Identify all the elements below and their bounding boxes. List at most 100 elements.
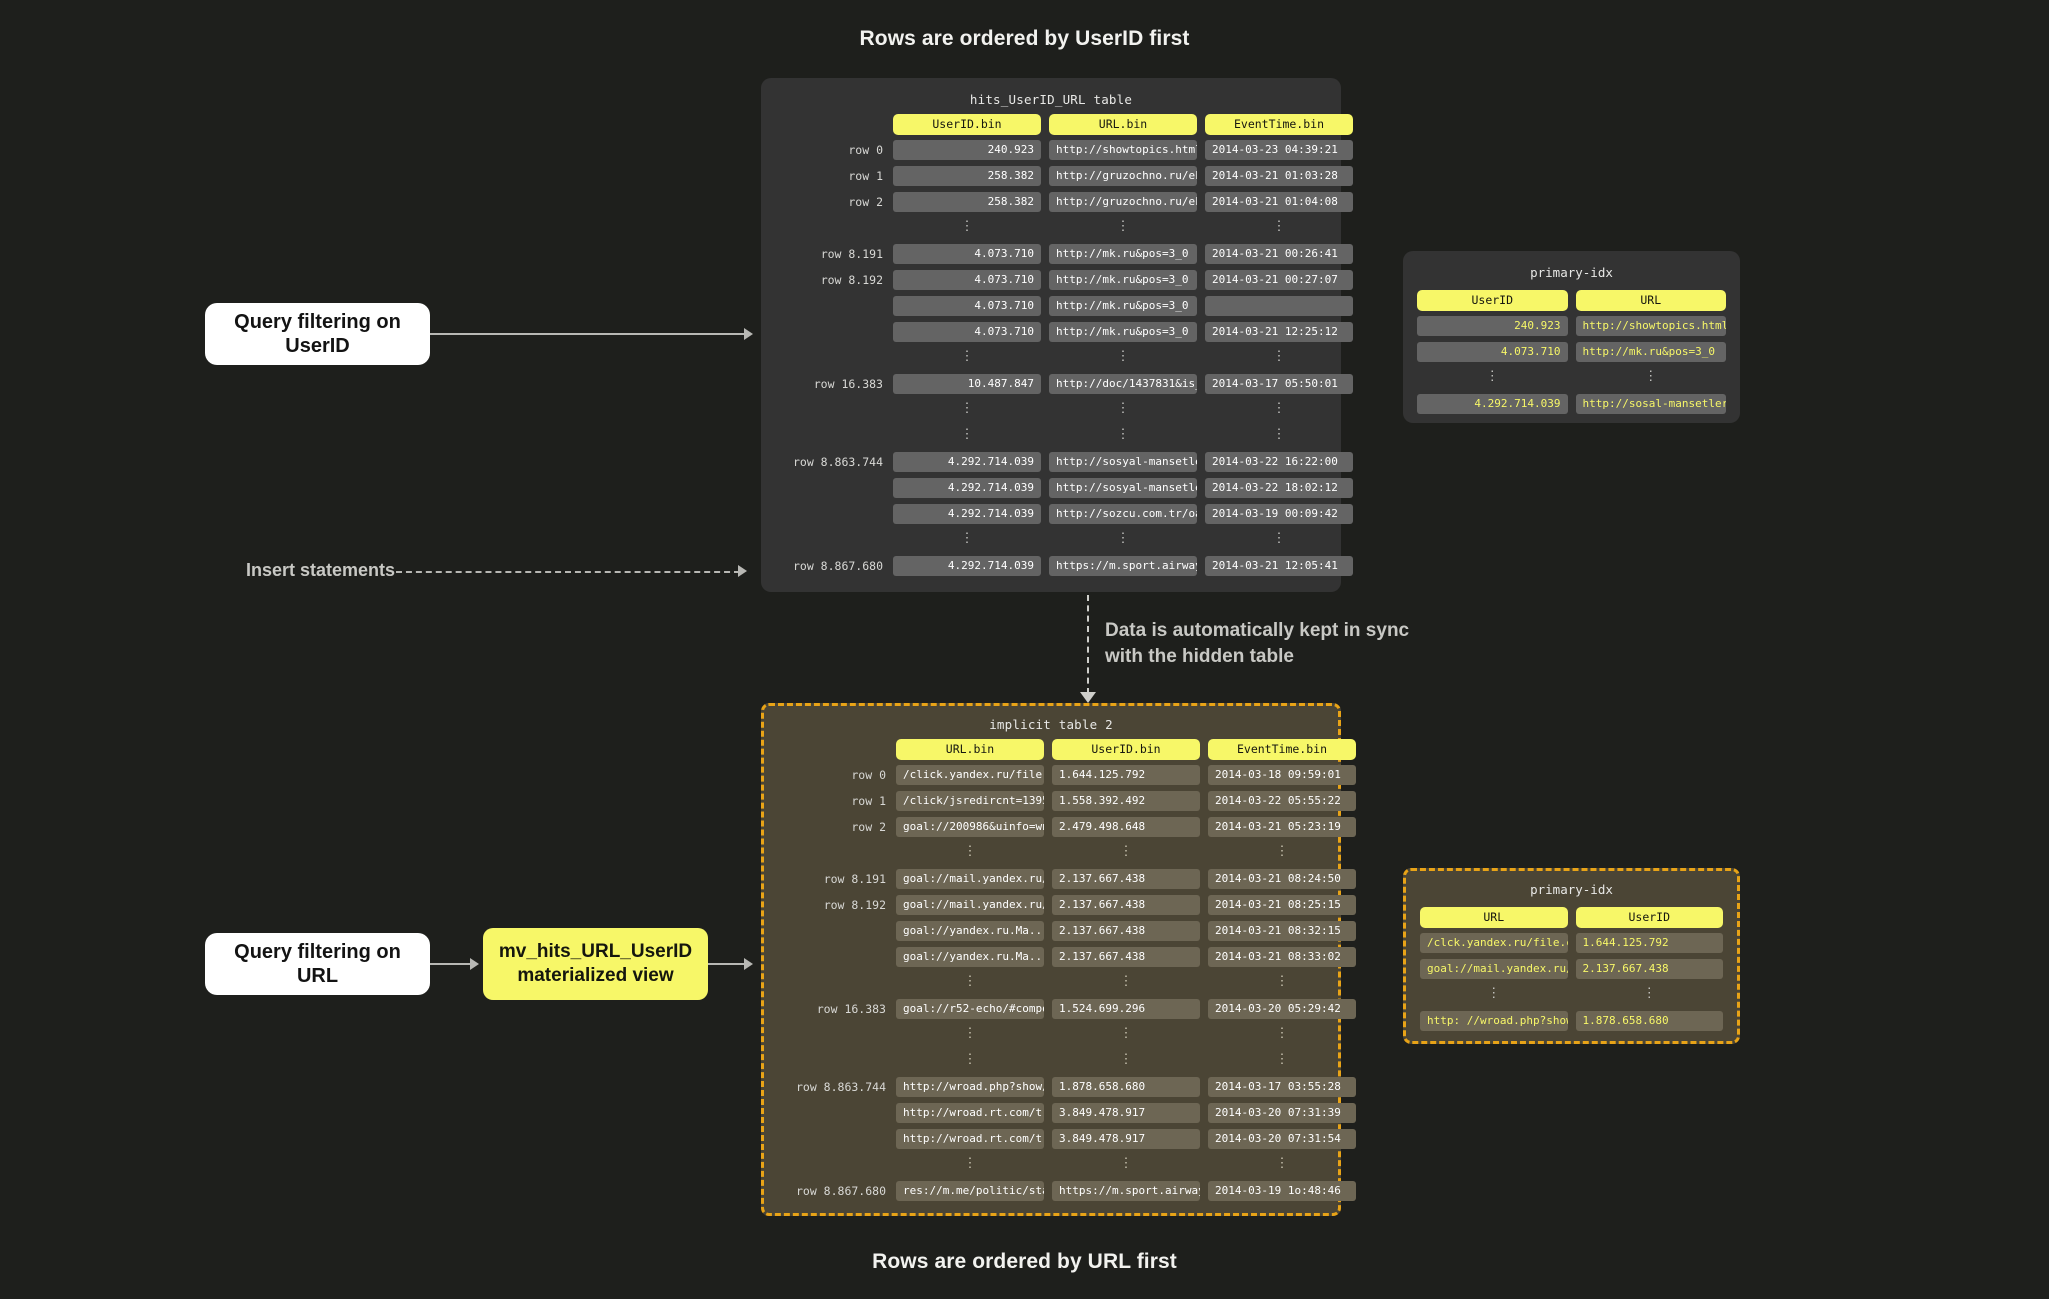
table-cell: http://doc/1437831&is_mo... <box>1049 374 1197 394</box>
table-cell: 2.137.667.438 <box>1052 921 1200 941</box>
row-label: row 1 <box>851 794 886 808</box>
ellipsis-row: ⋮⋮⋮ <box>761 218 1341 238</box>
column-header: UserID.bin <box>1052 738 1200 760</box>
table-cell: 2014-03-22 16:22:00 <box>1205 452 1353 472</box>
table-cell: 4.292.714.039 <box>893 452 1041 472</box>
table-cell: 2014-03-21 12:25:12 <box>1205 322 1353 342</box>
ellipsis-row: ⋮⋮⋮ <box>761 530 1341 550</box>
vertical-ellipsis-icon: ⋮ <box>1116 349 1130 364</box>
table-cell: 1.644.125.792 <box>1052 765 1200 785</box>
arrow-line-userid-query <box>430 333 744 335</box>
ellipsis-row: ⋮⋮⋮ <box>761 348 1341 368</box>
vertical-ellipsis-icon: ⋮ <box>1644 369 1658 384</box>
table-row: row 0240.923http://showtopics.html%3...2… <box>761 140 1353 160</box>
table-cell: 2.137.667.438 <box>1052 869 1200 889</box>
vertical-ellipsis-icon: ⋮ <box>963 1052 977 1067</box>
table-cell: http://mk.ru&pos=3_0 <box>1049 322 1197 342</box>
vertical-ellipsis-icon: ⋮ <box>1272 219 1286 234</box>
arrow-head-sync <box>1080 692 1096 703</box>
row-label: row 8.191 <box>820 247 883 261</box>
materialized-view-box[interactable]: mv_hits_URL_UserID materialized view <box>483 928 708 1000</box>
column-header: URL.bin <box>896 738 1044 760</box>
index-cell: 2.137.667.438 <box>1575 959 1723 979</box>
vertical-ellipsis-icon: ⋮ <box>1116 531 1130 546</box>
table-cell: http://sosyal-mansetleri... <box>1049 452 1197 472</box>
table-row: row 2goal://200986&uinfo=wn-1...2.479.49… <box>764 817 1356 837</box>
row-label: row 0 <box>848 143 883 157</box>
table-cell: 2014-03-21 01:04:08 <box>1205 192 1353 212</box>
insert-statements-label: Insert statements <box>246 560 396 580</box>
table-cell: http://gruzochno.ru/ekat... <box>1049 166 1197 186</box>
index-cell: http://showtopics.html%3... <box>1575 316 1726 336</box>
vertical-ellipsis-icon: ⋮ <box>1119 974 1133 989</box>
table-cell: 4.073.710 <box>893 322 1041 342</box>
index-cell: 4.073.710 <box>1417 342 1568 362</box>
table-cell: res://m.me/politic/stati... <box>896 1181 1044 1201</box>
vertical-ellipsis-icon: ⋮ <box>963 974 977 989</box>
index-column-header: URL <box>1420 907 1568 928</box>
table-row: row 1258.382http://gruzochno.ru/ekat...2… <box>761 166 1353 186</box>
table-cell: goal://yandex.ru.Ma... <box>896 921 1044 941</box>
callout-query-filtering-url[interactable]: Query filtering on URL <box>205 933 430 995</box>
table-cell: 2.137.667.438 <box>1052 895 1200 915</box>
vertical-ellipsis-icon: ⋮ <box>960 219 974 234</box>
table-cell: goal://yandex.ru.Ma... <box>896 947 1044 967</box>
row-label: row 8.192 <box>823 898 886 912</box>
table-cell: 4.073.710 <box>893 270 1041 290</box>
vertical-ellipsis-icon: ⋮ <box>1119 1026 1133 1041</box>
table-row: 4.292.714.039http://sosyal-mansetleri...… <box>761 478 1353 498</box>
table-title: hits_UserID_URL table <box>969 92 1133 107</box>
table-cell: 2014-03-21 12:05:41 <box>1205 556 1353 576</box>
ellipsis-row: ⋮⋮⋮ <box>764 973 1338 993</box>
index-cell: http: //wroad.php?show/7... <box>1420 1011 1568 1031</box>
vertical-ellipsis-icon: ⋮ <box>1272 427 1286 442</box>
table-row: row 8.863.744http://wroad.php?show/7...1… <box>764 1077 1356 1097</box>
table-cell: http://gruzochno.ru/ekat... <box>1049 192 1197 212</box>
table-cell: 2014-03-21 00:27:07 <box>1205 270 1353 290</box>
table-cell: 2.479.498.648 <box>1052 817 1200 837</box>
table-row: row 0/click.yandex.ru/file.co ...1.644.1… <box>764 765 1356 785</box>
table-cell: 2014-03-19 1o:48:46 <box>1208 1181 1356 1201</box>
index-cell: 240.923 <box>1417 316 1568 336</box>
index-row: 240.923 http://showtopics.html%3... <box>1417 316 1726 336</box>
table-cell: http://mk.ru&pos=3_0 <box>1049 270 1197 290</box>
index-column-header: UserID <box>1417 290 1568 311</box>
table-cell: 4.073.710 <box>893 244 1041 264</box>
row-label: row 8.191 <box>823 872 886 886</box>
table-cell: 2014-03-21 01:03:28 <box>1205 166 1353 186</box>
table-cell: http://wroad.php?show/7... <box>896 1077 1044 1097</box>
page-title-top: Rows are ordered by UserID first <box>859 27 1190 50</box>
table-cell: 1.558.392.492 <box>1052 791 1200 811</box>
table-cell: /click.yandex.ru/file.co ... <box>896 765 1044 785</box>
row-label: row 16.383 <box>813 377 883 391</box>
table-row: row 1/click/jsredircnt=1395412...1.558.3… <box>764 791 1356 811</box>
index-title: primary-idx <box>1530 882 1613 897</box>
table-cell: http://showtopics.html%3... <box>1049 140 1197 160</box>
arrow-head-mv-to-table <box>744 958 753 970</box>
callout-query-filtering-userid[interactable]: Query filtering on UserID <box>205 303 430 365</box>
arrow-head-insert-statements <box>738 565 747 577</box>
table-row: 4.073.710 http://mk.ru&pos=3_0 2014-03-21 … <box>761 322 1353 342</box>
row-label: row 16.383 <box>816 1002 886 1016</box>
row-label: row 8.867.680 <box>792 559 883 573</box>
table-cell: 2014-03-22 05:55:22 <box>1208 791 1356 811</box>
table-row: http://wroad.rt.com/tr/...3.849.478.9172… <box>764 1103 1356 1123</box>
index-cell: 1.644.125.792 <box>1575 933 1723 953</box>
table-cell: 2014-03-21 08:33:02 <box>1208 947 1356 967</box>
index-cell: /clck.yandex.ru/file.com... <box>1420 933 1568 953</box>
arrow-line-insert-statements <box>396 571 740 573</box>
table-cell: 2014-03-17 03:55:28 <box>1208 1077 1356 1097</box>
table-cell: 2014-03-21 08:25:15 <box>1208 895 1356 915</box>
table-row: 4.292.714.039http://sozcu.com.tr/oaut201… <box>761 504 1353 524</box>
index-row: 4.292.714.039http://sosal-mansetleri... <box>1417 394 1726 414</box>
table-cell: 2014-03-21 00:26:41 <box>1205 244 1353 264</box>
